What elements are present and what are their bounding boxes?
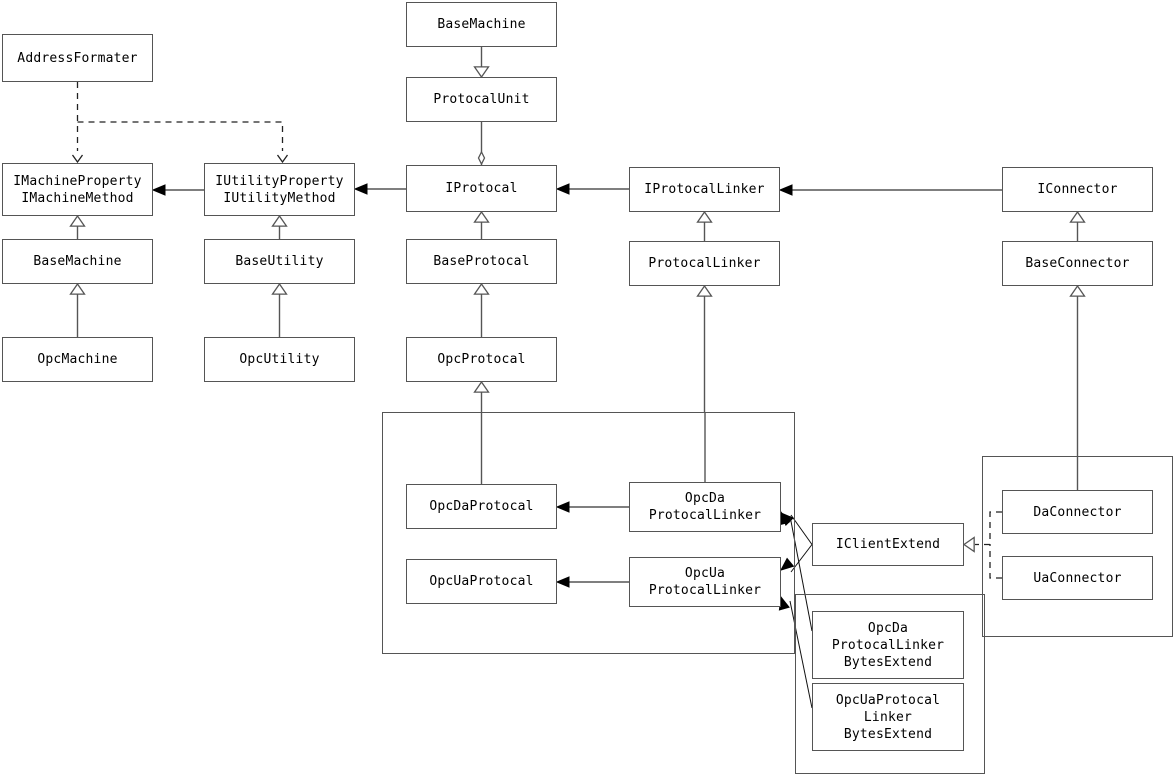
edge-addressformater-to-iutility bbox=[77, 121, 284, 151]
generalization-arrow-iprotocal bbox=[473, 210, 490, 223]
class-box-IClientExtend[interactable]: IClientExtend bbox=[812, 523, 964, 566]
class-box-label: OpcUtility bbox=[239, 352, 320, 367]
class-box-IUtilityProperty[interactable]: IUtilityProperty IUtilityMethod bbox=[204, 163, 355, 216]
class-box-label: OpcMachine bbox=[37, 352, 118, 367]
class-box-label: OpcUaProtocal bbox=[429, 574, 534, 589]
class-box-IProtocal[interactable]: IProtocal bbox=[406, 165, 557, 212]
generalization-arrow-baseutility bbox=[271, 282, 288, 295]
class-box-label: BaseProtocal bbox=[433, 254, 530, 269]
realization-arrow-iclientextend bbox=[962, 536, 975, 553]
class-box-UaConnector[interactable]: UaConnector bbox=[1002, 556, 1153, 600]
generalization-arrow-opcprotocal bbox=[473, 380, 490, 393]
class-box-label: OpcDa ProtocalLinker BytesExtend bbox=[831, 620, 945, 670]
class-box-OpcDaProtocalLinker[interactable]: OpcDa ProtocalLinker bbox=[629, 482, 781, 532]
class-box-label: AddressFormater bbox=[17, 50, 138, 66]
class-box-AddressFormater[interactable]: AddressFormater bbox=[2, 34, 153, 82]
generalization-arrow-baseprotocal bbox=[473, 282, 490, 295]
generalization-arrow-protocalunit bbox=[473, 66, 490, 79]
edge-uabytes-to-opcualinker bbox=[789, 600, 813, 709]
class-box-label: ProtocalLinker bbox=[648, 256, 761, 271]
association-arrow-iprotocallinker bbox=[778, 184, 793, 196]
class-box-label: ProtocalUnit bbox=[433, 92, 530, 107]
class-box-OpcUaProtocalLinkerBytes[interactable]: OpcUaProtocal Linker BytesExtend bbox=[812, 683, 964, 751]
class-box-IMachineProperty[interactable]: IMachineProperty IMachineMethod bbox=[2, 163, 153, 216]
edge-dabytes-to-opcdalinker bbox=[789, 515, 813, 632]
class-box-label: OpcDaProtocal bbox=[429, 499, 534, 514]
class-box-label: DaConnector bbox=[1033, 504, 1122, 520]
generalization-arrow-iconnector bbox=[1069, 210, 1086, 223]
generalization-arrow-basemachine bbox=[69, 282, 86, 295]
class-box-label: OpcUa ProtocalLinker bbox=[648, 566, 762, 598]
dependency-arrow-iutilityproperty bbox=[276, 154, 289, 164]
group-protocal-group bbox=[382, 412, 795, 654]
class-box-label: BaseMachine bbox=[33, 254, 122, 269]
edge-uaconnector-realizes-iclient bbox=[989, 544, 1002, 579]
generalization-arrow-imachineproperty bbox=[69, 214, 86, 227]
class-box-BaseConnector[interactable]: BaseConnector bbox=[1002, 241, 1153, 286]
class-box-BaseProtocal[interactable]: BaseProtocal bbox=[406, 239, 557, 284]
class-box-label: IProtocal bbox=[445, 181, 518, 196]
class-box-label: BaseUtility bbox=[235, 254, 324, 269]
class-box-label: OpcUaProtocal Linker BytesExtend bbox=[835, 692, 941, 742]
class-box-BaseMachine_top[interactable]: BaseMachine bbox=[406, 2, 557, 47]
generalization-arrow-iprotocallinker bbox=[696, 210, 713, 223]
class-box-OpcDaProtocalLinkerBytes[interactable]: OpcDa ProtocalLinker BytesExtend bbox=[812, 611, 964, 679]
class-box-label: IConnector bbox=[1037, 182, 1118, 197]
class-box-label: BaseConnector bbox=[1025, 256, 1130, 271]
class-box-ProtocalLinker[interactable]: ProtocalLinker bbox=[629, 241, 780, 286]
edge-daconnector-realizes-iclient bbox=[989, 511, 1002, 545]
association-arrow-iutilityproperty bbox=[353, 183, 368, 195]
class-box-label: IUtilityProperty IUtilityMethod bbox=[215, 173, 344, 206]
association-arrow-iprotocal bbox=[555, 183, 570, 195]
association-arrow-imachineproperty bbox=[151, 184, 166, 196]
aggregation-diamond-iprotocal bbox=[477, 150, 486, 166]
class-box-OpcProtocal[interactable]: OpcProtocal bbox=[406, 337, 557, 382]
class-box-label: IProtocalLinker bbox=[644, 182, 765, 197]
class-box-IConnector[interactable]: IConnector bbox=[1002, 167, 1153, 212]
class-box-BaseUtility[interactable]: BaseUtility bbox=[204, 239, 355, 284]
class-box-IProtocalLinker[interactable]: IProtocalLinker bbox=[629, 167, 780, 212]
class-box-label: OpcDa ProtocalLinker bbox=[648, 491, 762, 523]
class-box-OpcUaProtocalLinker[interactable]: OpcUa ProtocalLinker bbox=[629, 557, 781, 607]
class-box-ProtocalUnit[interactable]: ProtocalUnit bbox=[406, 77, 557, 122]
class-box-OpcDaProtocal[interactable]: OpcDaProtocal bbox=[406, 484, 557, 529]
class-box-label: BaseMachine bbox=[437, 17, 526, 32]
class-box-label: IMachineProperty IMachineMethod bbox=[13, 173, 142, 206]
class-box-OpcUtility[interactable]: OpcUtility bbox=[204, 337, 355, 382]
class-box-BaseMachine[interactable]: BaseMachine bbox=[2, 239, 153, 284]
class-box-label: IClientExtend bbox=[835, 537, 941, 552]
association-arrow-opcdaprotocal bbox=[555, 501, 570, 513]
generalization-arrow-protocallinker bbox=[696, 284, 713, 297]
association-arrow-opcualinker-client bbox=[779, 557, 795, 571]
class-box-OpcMachine[interactable]: OpcMachine bbox=[2, 337, 153, 382]
class-box-label: UaConnector bbox=[1033, 570, 1122, 586]
generalization-arrow-baseconnector bbox=[1069, 284, 1086, 297]
dependency-arrow-imachineproperty bbox=[71, 154, 84, 164]
class-box-label: OpcProtocal bbox=[437, 352, 526, 367]
group-extend-group bbox=[795, 594, 985, 774]
generalization-arrow-iutilityproperty bbox=[271, 214, 288, 227]
group-connector-group bbox=[982, 456, 1173, 637]
class-box-DaConnector[interactable]: DaConnector bbox=[1002, 490, 1153, 534]
association-arrow-opcuaprotocal bbox=[555, 576, 570, 588]
class-box-OpcUaProtocal[interactable]: OpcUaProtocal bbox=[406, 559, 557, 604]
